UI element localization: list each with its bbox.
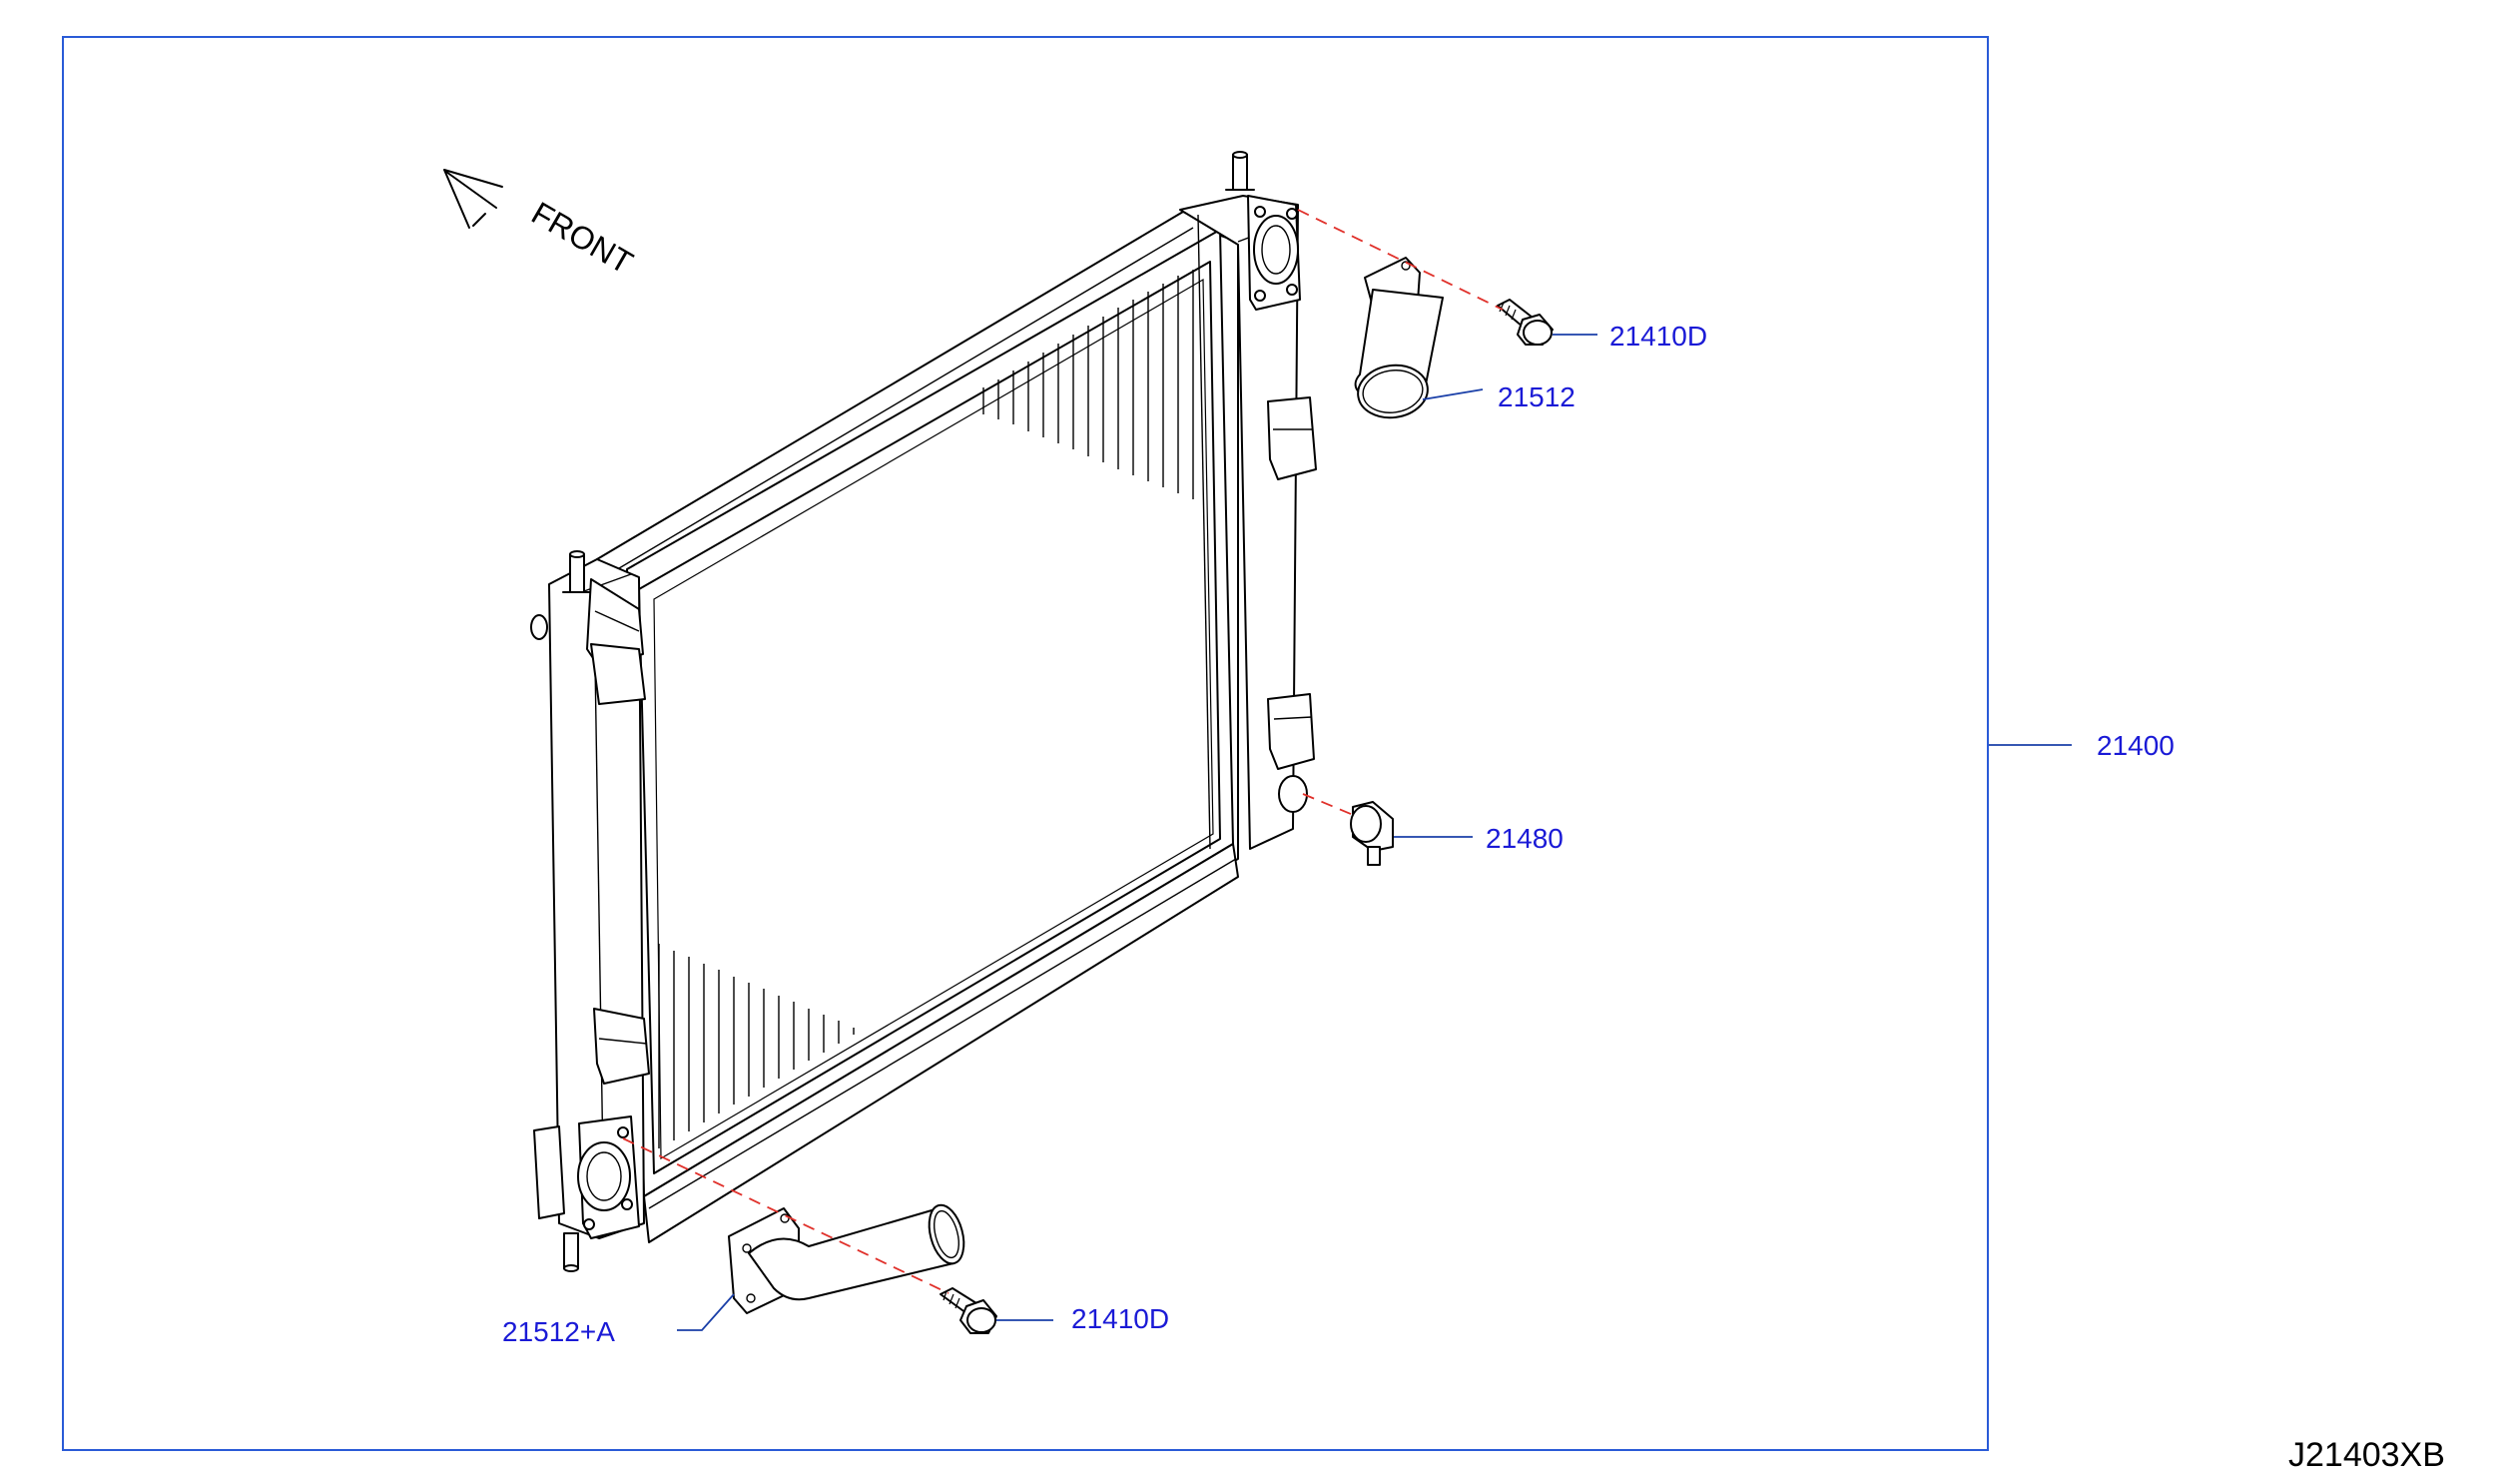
radiator-right-tank <box>1179 151 1317 850</box>
leader-hose-lower <box>677 1293 735 1331</box>
diagram-code: J21403XB <box>2288 1436 2445 1474</box>
radiator-left-tank <box>530 550 650 1272</box>
diagram-frame <box>62 36 1989 1451</box>
lower-hose-21512A <box>728 1203 965 1314</box>
radiator-core <box>596 211 1239 1243</box>
callout-hose-lower: 21512+A <box>502 1316 615 1347</box>
callout-drain-plug: 21480 <box>1486 823 1564 854</box>
drain-plug-21480 <box>1350 801 1394 866</box>
callout-bolt-upper: 21410D <box>1609 321 1707 352</box>
callout-bolt-lower: 21410D <box>1071 1303 1169 1334</box>
leader-hose-upper <box>1422 388 1484 400</box>
front-arrow-icon <box>443 169 503 229</box>
upper-bolt-21410D <box>1497 299 1554 346</box>
callout-hose-upper: 21512 <box>1498 381 1575 412</box>
front-label: FRONT <box>526 195 639 281</box>
upper-hose-21512 <box>1354 257 1444 419</box>
lower-bolt-21410D <box>940 1287 997 1334</box>
callout-radiator-assembly: 21400 <box>2097 730 2175 761</box>
alignment-line-lower <box>622 1137 949 1294</box>
alignment-line-upper <box>1297 209 1504 311</box>
alignment-line-drain <box>1302 793 1359 818</box>
